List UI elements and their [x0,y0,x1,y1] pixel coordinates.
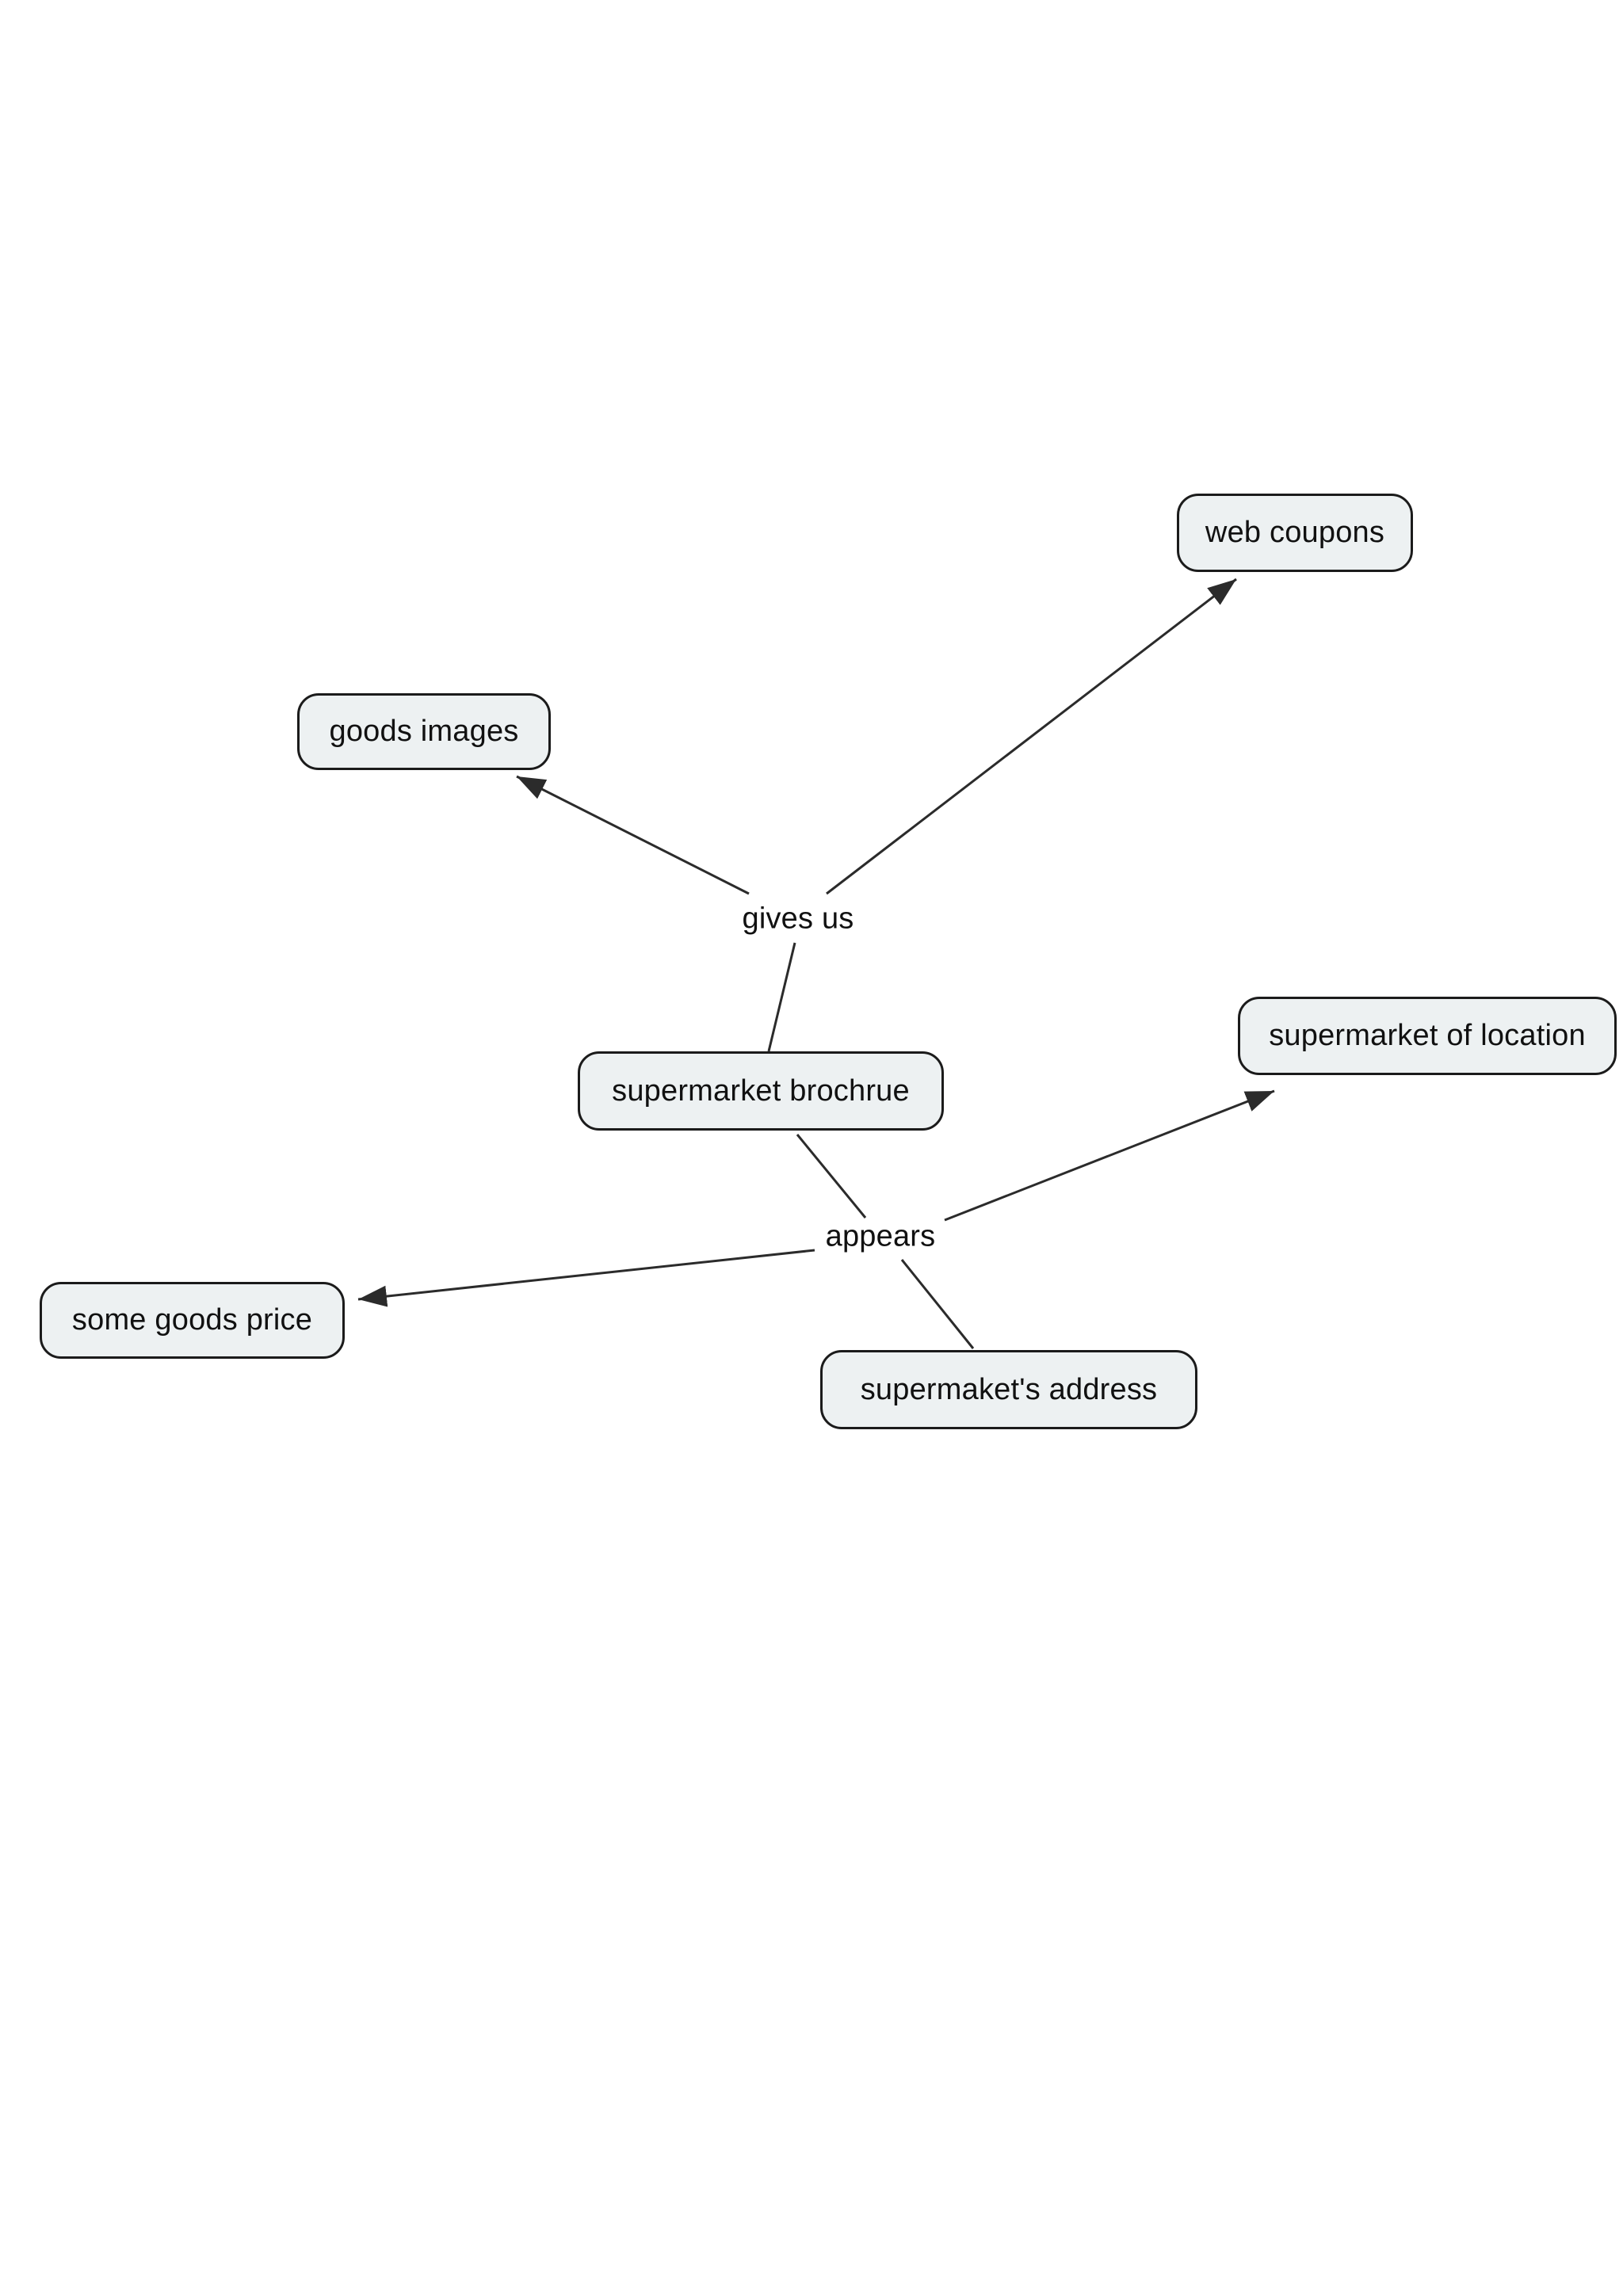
edge-gives-us-to-web-coupons [826,578,1237,895]
edge-gives-us-to-goods-images [516,775,750,895]
edge-supermarket-brochrue-to-gives-us [767,942,796,1052]
edge-appears-to-supermarket-of-location [944,1089,1275,1222]
node-supermakets-address: supermaket's address [820,1350,1197,1429]
node-label: goods images [329,715,519,748]
node-goods-images: goods images [297,693,551,770]
node-web-coupons: web coupons [1177,494,1413,572]
node-label: supermarket brochrue [612,1074,910,1108]
edge-supermakets-address-to-appears [900,1259,975,1349]
link-label-appears: appears [825,1219,936,1253]
node-label: supermarket of location [1269,1019,1586,1052]
node-supermarket-brochrue: supermarket brochrue [578,1051,944,1131]
edge-supermarket-brochrue-to-appears [796,1134,867,1219]
node-label: web coupons [1205,516,1385,549]
link-label-gives-us: gives us [742,902,854,936]
node-some-goods-price: some goods price [40,1282,345,1359]
node-label: some goods price [71,1303,313,1337]
edge-appears-to-some-goods-price [357,1249,815,1307]
node-label: supermaket's address [860,1372,1158,1406]
node-supermarket-of-location: supermarket of location [1238,997,1617,1075]
